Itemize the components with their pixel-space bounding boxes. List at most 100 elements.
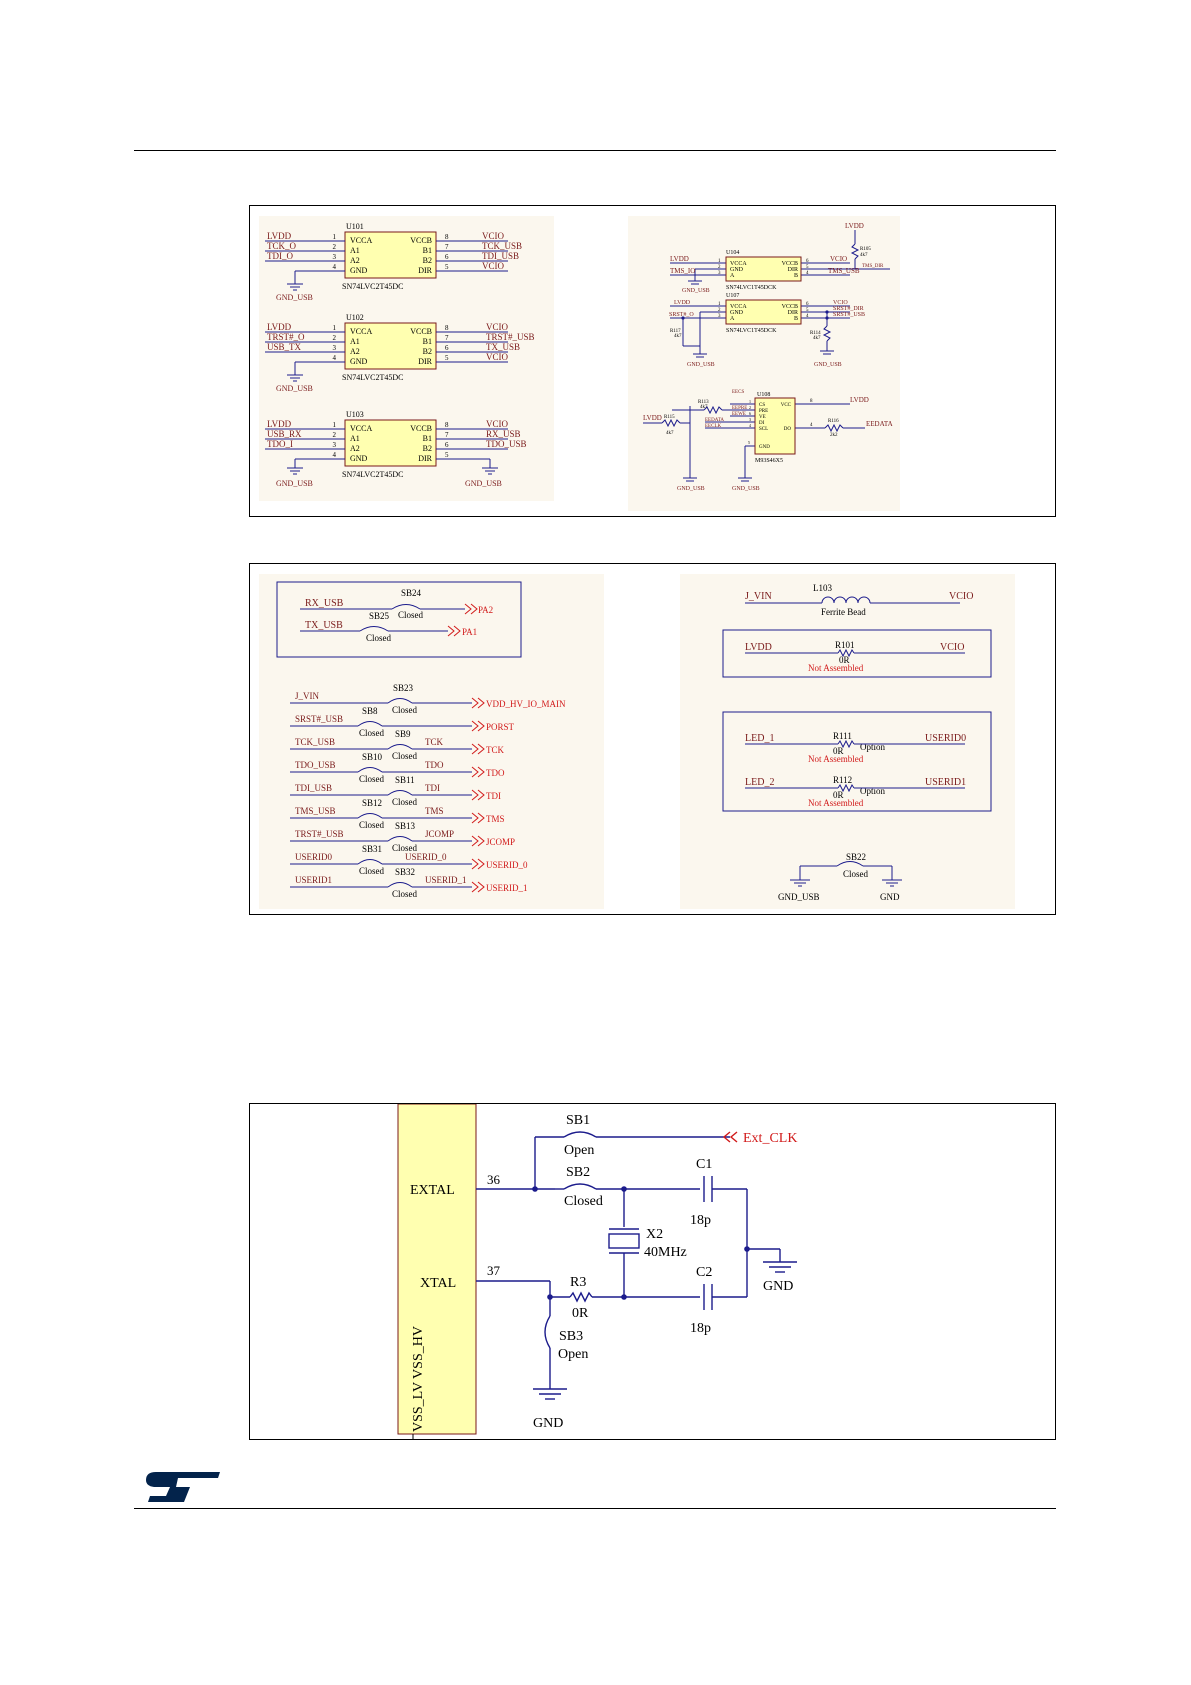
u104-chip — [725, 256, 802, 282]
resistor-val: 4k7 — [666, 431, 674, 436]
u107-pin: A — [730, 316, 735, 322]
net-label: LVDD — [674, 300, 691, 306]
u103-ref: U103 — [346, 410, 364, 419]
net-label: TDI_USB — [482, 251, 519, 261]
resistor-ref: R113 — [698, 400, 709, 405]
u104-part: SN74LVC1T45DCK — [726, 285, 777, 291]
pin-num: 2 — [718, 308, 721, 313]
u103-pin: B2 — [423, 444, 432, 453]
sb12-row: TMS_USB SB12 Closed TMS TMS — [290, 798, 505, 830]
net-label: TDI_O — [267, 251, 293, 261]
gnd-label: GND_USB — [732, 486, 760, 492]
pin-num: 1 — [718, 302, 721, 307]
net-label: VCIO — [949, 591, 973, 602]
u101-pin: B2 — [423, 256, 432, 265]
net-mid: TDI — [425, 783, 440, 793]
net-label: TCK_USB — [295, 737, 335, 747]
net-label: EECLK — [705, 424, 721, 429]
net-label: TDO_USB — [486, 439, 527, 449]
net-label: TDO_USB — [295, 760, 336, 770]
pin-num: 5 — [806, 308, 809, 313]
u104-pin: VCCB — [782, 261, 798, 267]
sb-ref: SB23 — [393, 683, 414, 693]
u102-block: U102 VCCA A1 A2 GND VCCB B1 B2 DIR 1 2 3… — [265, 313, 535, 393]
pin-num: 37 — [487, 1263, 501, 1278]
sb9-row: TCK_USB SB9 Closed TCK TCK — [290, 729, 505, 761]
net-label: USB_TX — [267, 342, 302, 352]
sb-ref: SB12 — [362, 798, 382, 808]
sb-state: Closed — [359, 866, 385, 876]
u102-part: SN74LVC2T45DC — [342, 373, 404, 382]
sb1-ref: SB1 — [566, 1113, 590, 1128]
pin-num: 5 — [806, 265, 809, 270]
sb22: SB22 Closed GND_USB GND — [778, 852, 902, 902]
schematic-solder-bridges: RX_USB SB24 Closed PA2 TX_USB SB25 Close… — [259, 574, 1015, 909]
u104-pin: B — [794, 273, 798, 279]
figure-solder-bridges: RX_USB SB24 Closed PA2 TX_USB SB25 Close… — [249, 563, 1056, 915]
sb10-row: TDO_USB SB10 Closed TDO TDO — [290, 752, 505, 784]
u101-pin: GND — [350, 266, 368, 275]
pin-num: 3 — [718, 271, 721, 276]
u103-pin: A2 — [350, 444, 360, 453]
net-label: EEDATA — [705, 418, 724, 423]
pin-num: 3 — [749, 417, 751, 422]
u102-pin: VCCB — [410, 327, 432, 336]
u108-block: U108 CS PRE VE DI SCL VCC DO GND 1 2 6 3… — [643, 390, 893, 492]
bridge-box-uart — [276, 581, 522, 658]
inductor-val: Ferrite Bead — [821, 607, 866, 617]
pin-num: 3 — [718, 314, 721, 319]
u101-pin: A1 — [350, 246, 360, 255]
resistor-val: 4k7 — [700, 405, 708, 410]
pin-vss: VSS_LV VSS_HV — [411, 1326, 426, 1432]
u102-pin: B1 — [423, 337, 432, 346]
net-out: TDO — [486, 768, 505, 778]
sb2-ref: SB2 — [566, 1165, 590, 1180]
schematic-level-shifters: U101 VCCA A1 A2 GND VCCB B1 B2 DIR 1 2 3… — [259, 216, 900, 511]
net-out: PA2 — [478, 605, 493, 615]
pin-num: 4 — [333, 263, 337, 271]
resistor-val: 4k7 — [813, 336, 821, 341]
bottom-rule — [134, 1508, 1056, 1509]
st-logo-icon — [146, 1472, 220, 1502]
r111: LED_1 R111 0R Option Not Assembled USERI… — [745, 731, 966, 764]
pin-num: 1 — [718, 259, 721, 264]
net-label: TCK_USB — [482, 241, 522, 251]
net-label: LVDD — [267, 419, 292, 429]
u103-part: SN74LVC2T45DC — [342, 470, 404, 479]
pin-num: 6 — [749, 411, 751, 416]
net-mid: TMS — [425, 806, 444, 816]
sb-state: Closed — [392, 843, 418, 853]
not-assembled: Not Assembled — [808, 754, 864, 764]
u101-pin: VCCB — [410, 236, 432, 245]
gnd-label: GND_USB — [682, 288, 710, 294]
pin-num: 36 — [487, 1172, 501, 1187]
u102-ref: U102 — [346, 313, 364, 322]
pin-num: 6 — [806, 259, 809, 264]
net-label: VCIO — [830, 255, 847, 263]
net-label: TMS_USB — [828, 267, 860, 275]
gnd-label: GND_USB — [276, 479, 313, 488]
u107-pin: B — [794, 316, 798, 322]
net-label: EEDATA — [866, 420, 893, 428]
pin-num: 6 — [445, 344, 449, 352]
u107-pin: VCCB — [782, 304, 798, 310]
u102-pin: VCCA — [350, 327, 372, 336]
u101-part: SN74LVC2T45DC — [342, 282, 404, 291]
sb-state: Closed — [366, 633, 392, 643]
pin-num: 8 — [445, 324, 449, 332]
sb-ref: SB31 — [362, 844, 382, 854]
sb-state: Closed — [392, 705, 418, 715]
u108-pin: PRE — [759, 409, 768, 414]
pin-num: 4 — [806, 314, 809, 319]
pin-num: 8 — [445, 421, 449, 429]
sb-state: Closed — [359, 728, 385, 738]
u101-pin: DIR — [418, 266, 432, 275]
net-label: LVDD — [267, 231, 292, 241]
u103-pin: A1 — [350, 434, 360, 443]
resistor-ref: R111 — [833, 731, 852, 741]
sb-ref: SB10 — [362, 752, 383, 762]
u104-pin: DIR — [788, 267, 798, 273]
gnd-label: GND_USB — [778, 892, 820, 902]
gnd-label: GND_USB — [687, 362, 715, 368]
net-label: J_VIN — [745, 591, 772, 602]
